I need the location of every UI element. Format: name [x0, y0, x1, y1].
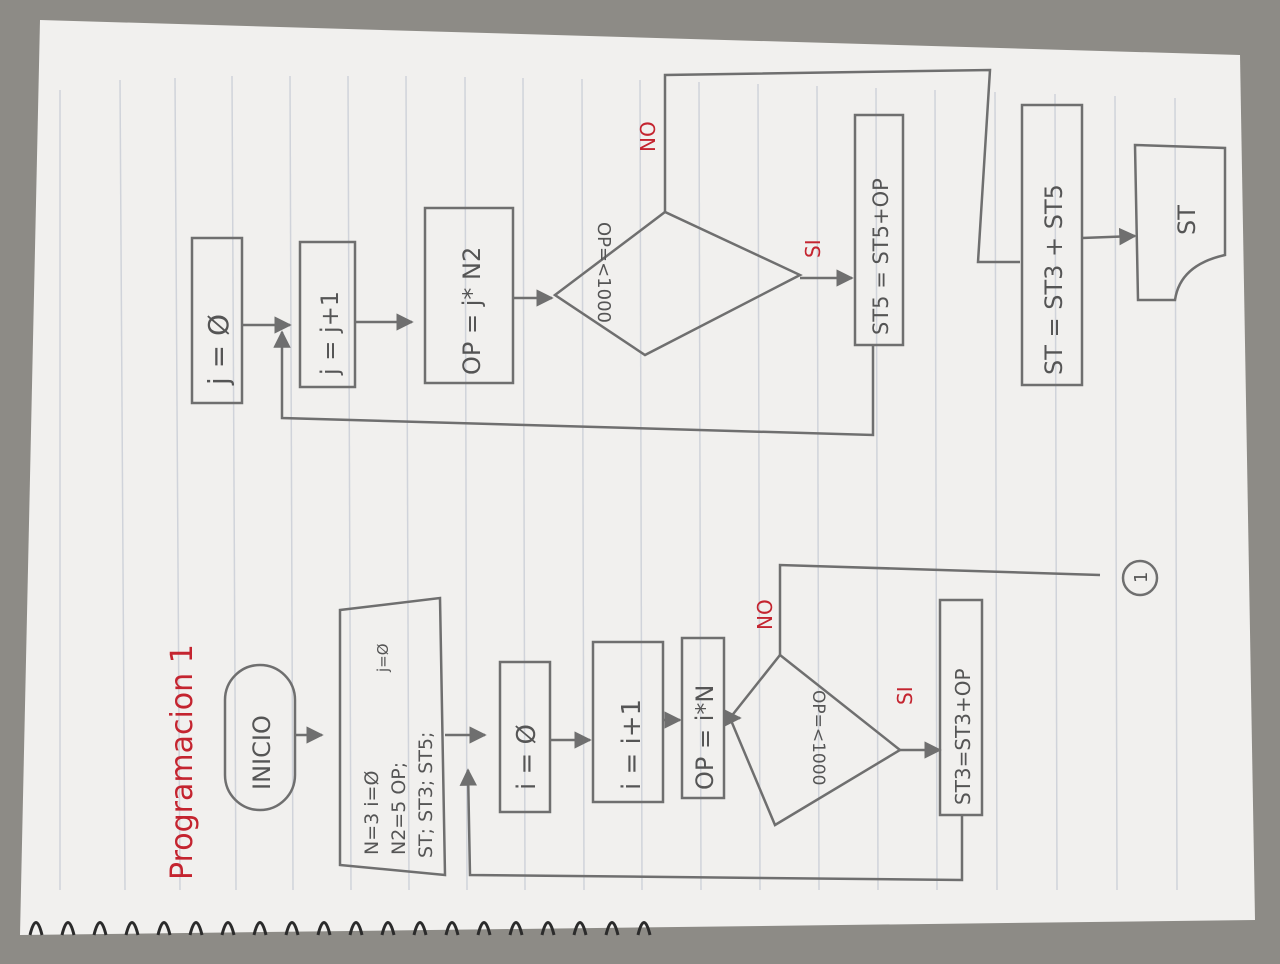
spiral-binding: [28, 921, 652, 936]
no-2-label: NO: [636, 121, 660, 152]
accumulate-st5-label: ST5 = ST5+OP: [869, 178, 893, 335]
paper-sheet: [20, 20, 1255, 935]
output-document: [1133, 143, 1227, 302]
inc-i-box: [591, 640, 665, 804]
output-label: ST: [1173, 205, 1201, 235]
input-line-3: ST; ST3; ST5;: [415, 732, 437, 858]
ruled-lines: [59, 75, 1178, 891]
inc-j-box: [298, 240, 357, 389]
total-label: ST = ST3 + ST5: [1040, 184, 1068, 375]
yes-1-label: SI: [893, 686, 917, 705]
op-i-label: OP = i*N: [691, 685, 719, 790]
yes-2-label: SI: [801, 239, 825, 258]
condition-2-label: OP=<1000: [593, 222, 614, 323]
op-j-label: OP = j* N2: [458, 247, 486, 375]
condition-1-label: OP=<1000: [808, 690, 828, 785]
accumulate-st5-box: [853, 113, 905, 347]
input-line-2: N2=5 OP;: [388, 762, 410, 855]
accumulate-st3-label: ST3=ST3+OP: [951, 668, 975, 805]
input-extra: j=Ø: [374, 643, 392, 673]
init-i-box: [498, 660, 552, 814]
page-title: Programacion 1: [165, 644, 200, 880]
init-j-label: j = Ø: [202, 314, 235, 386]
start-oval: [223, 663, 297, 812]
op-j-box: [423, 206, 515, 385]
init-j-box: [190, 236, 244, 405]
total-box: [1020, 103, 1084, 387]
inc-j-label: j = j+1: [316, 291, 344, 376]
no-1-label: NO: [753, 599, 777, 630]
decision-2-diamond: [552, 210, 803, 357]
init-i-label: i = Ø: [512, 724, 542, 790]
input-line-1: N=3 i=Ø: [361, 771, 383, 855]
inc-i-label: i = i+1: [617, 699, 647, 790]
flowchart-1: [223, 559, 1159, 882]
input-parallelogram: [338, 596, 447, 877]
connector-1-circle: [1121, 559, 1159, 597]
connector-1-label: 1: [1131, 572, 1152, 583]
start-label: INICIO: [248, 715, 276, 790]
flowchart-2: [190, 68, 1227, 437]
